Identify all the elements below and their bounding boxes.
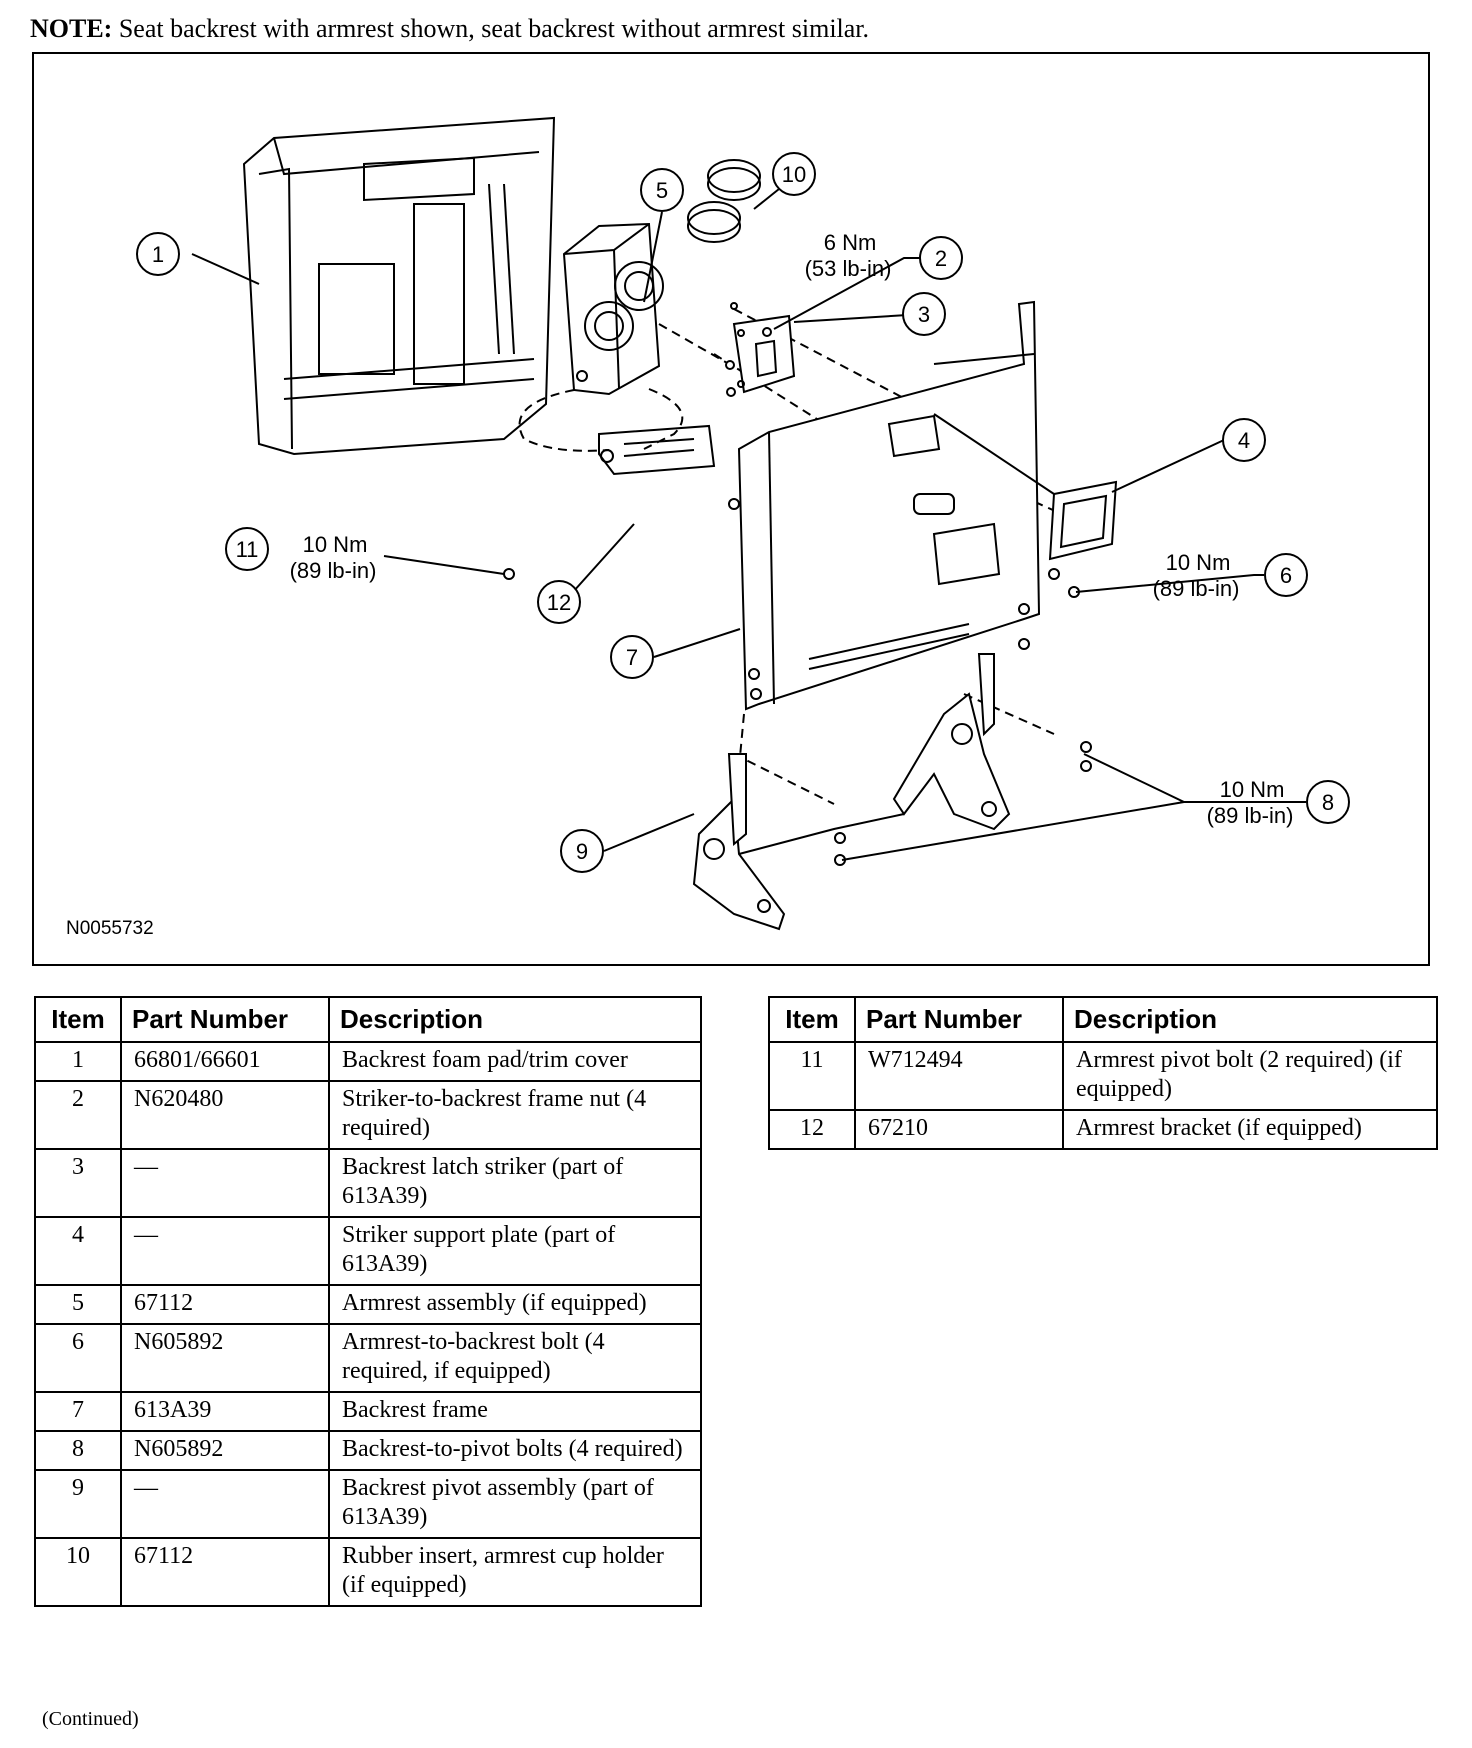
header-item: Item	[768, 996, 856, 1043]
callout-3: 3	[918, 302, 930, 327]
description-cell: Armrest bracket (if equipped)	[1062, 1109, 1438, 1150]
backrest-foam-pad-drawing	[242, 116, 556, 456]
table-row: 9 — Backrest pivot assembly (part of 613…	[34, 1469, 702, 1539]
callout-4: 4	[1238, 428, 1250, 453]
exploded-view-figure: 1 2 3 4 5 6 7 8 9 10 11 12 6 Nm (53 lb-i…	[32, 52, 1430, 966]
table-header-row: Item Part Number Description	[768, 996, 1438, 1043]
item-cell: 9	[34, 1469, 122, 1539]
callout-10: 10	[782, 162, 806, 187]
item-cell: 1	[34, 1041, 122, 1082]
torque-11-lbin: (89 lb-in)	[290, 558, 377, 583]
callout-8: 8	[1322, 790, 1334, 815]
torque-2-nm: 6 Nm	[824, 230, 877, 255]
item-cell: 10	[34, 1537, 122, 1607]
part-number-cell: 66801/66601	[120, 1041, 330, 1082]
callout-12: 12	[547, 590, 571, 615]
callout-1: 1	[152, 242, 164, 267]
table-row: 2 N620480 Striker-to-backrest frame nut …	[34, 1080, 702, 1150]
figure-id: N0055732	[66, 918, 154, 939]
header-description: Description	[1062, 996, 1438, 1043]
armrest-bracket-drawing	[598, 424, 716, 476]
callout-6: 6	[1280, 563, 1292, 588]
description-cell: Backrest latch striker (part of 613A39)	[328, 1148, 702, 1218]
description-cell: Striker support plate (part of 613A39)	[328, 1216, 702, 1286]
item-cell: 3	[34, 1148, 122, 1218]
description-cell: Armrest assembly (if equipped)	[328, 1284, 702, 1325]
table-row: 11 W712494 Armrest pivot bolt (2 require…	[768, 1041, 1438, 1111]
callout-9: 9	[576, 839, 588, 864]
part-number-cell: 613A39	[120, 1391, 330, 1432]
table-row: 6 N605892 Armrest-to-backrest bolt (4 re…	[34, 1323, 702, 1393]
pivot-assembly-left-drawing	[692, 753, 905, 931]
note-body: Seat backrest with armrest shown, seat b…	[112, 14, 870, 43]
part-number-cell: —	[120, 1469, 330, 1539]
item-cell: 2	[34, 1080, 122, 1150]
header-description: Description	[328, 996, 702, 1043]
part-number-cell: N620480	[120, 1080, 330, 1150]
item-cell: 5	[34, 1284, 122, 1325]
table-row: 8 N605892 Backrest-to-pivot bolts (4 req…	[34, 1430, 702, 1471]
part-number-cell: N605892	[120, 1430, 330, 1471]
torque-11-nm: 10 Nm	[303, 532, 368, 557]
torque-8-nm: 10 Nm	[1220, 777, 1285, 802]
item-cell: 8	[34, 1430, 122, 1471]
description-cell: Backrest pivot assembly (part of 613A39)	[328, 1469, 702, 1539]
description-cell: Backrest frame	[328, 1391, 702, 1432]
rubber-inserts-drawing	[687, 159, 761, 243]
part-number-cell: 67112	[120, 1537, 330, 1607]
striker-support-plate-drawing	[933, 413, 1118, 561]
header-part-number: Part Number	[854, 996, 1064, 1043]
description-cell: Backrest foam pad/trim cover	[328, 1041, 702, 1082]
description-cell: Backrest-to-pivot bolts (4 required)	[328, 1430, 702, 1471]
part-number-cell: N605892	[120, 1323, 330, 1393]
latch-striker-drawing	[732, 314, 796, 394]
header-item: Item	[34, 996, 122, 1043]
note-text: NOTE: Seat backrest with armrest shown, …	[30, 14, 869, 44]
callout-11: 11	[236, 537, 259, 562]
callout-2: 2	[935, 246, 947, 271]
callout-7: 7	[626, 645, 638, 670]
torque-2-lbin: (53 lb-in)	[805, 256, 892, 281]
table-row: 12 67210 Armrest bracket (if equipped)	[768, 1109, 1438, 1150]
parts-table-right: Item Part Number Description 11 W712494 …	[768, 996, 1438, 1150]
part-number-cell: 67112	[120, 1284, 330, 1325]
description-cell: Striker-to-backrest frame nut (4 require…	[328, 1080, 702, 1150]
torque-6-lbin: (89 lb-in)	[1153, 576, 1240, 601]
item-cell: 7	[34, 1391, 122, 1432]
description-cell: Rubber insert, armrest cup holder (if eq…	[328, 1537, 702, 1607]
torque-6-nm: 10 Nm	[1166, 550, 1231, 575]
part-number-cell: —	[120, 1148, 330, 1218]
item-cell: 4	[34, 1216, 122, 1286]
table-row: 3 — Backrest latch striker (part of 613A…	[34, 1148, 702, 1218]
description-cell: Armrest pivot bolt (2 required) (if equi…	[1062, 1041, 1438, 1111]
backrest-frame-drawing	[737, 300, 1041, 711]
item-cell: 6	[34, 1323, 122, 1393]
part-number-cell: W712494	[854, 1041, 1064, 1111]
table-row: 7 613A39 Backrest frame	[34, 1391, 702, 1432]
note-label: NOTE:	[30, 14, 113, 43]
header-part-number: Part Number	[120, 996, 330, 1043]
table-row: 1 66801/66601 Backrest foam pad/trim cov…	[34, 1041, 702, 1082]
callout-5: 5	[656, 178, 668, 203]
table-row: 5 67112 Armrest assembly (if equipped)	[34, 1284, 702, 1325]
table-header-row: Item Part Number Description	[34, 996, 702, 1043]
part-number-cell: —	[120, 1216, 330, 1286]
item-cell: 12	[768, 1109, 856, 1150]
item-cell: 11	[768, 1041, 856, 1111]
part-number-cell: 67210	[854, 1109, 1064, 1150]
pivot-assembly-right-drawing	[892, 653, 1011, 831]
armrest-assembly-drawing	[562, 222, 664, 396]
exploded-view-illustration: 1 2 3 4 5 6 7 8 9 10 11 12 6 Nm (53 lb-i…	[136, 116, 1350, 931]
continued-label: (Continued)	[42, 1708, 139, 1730]
description-cell: Armrest-to-backrest bolt (4 required, if…	[328, 1323, 702, 1393]
parts-table-left: Item Part Number Description 1 66801/666…	[34, 996, 702, 1607]
table-row: 4 — Striker support plate (part of 613A3…	[34, 1216, 702, 1286]
torque-8-lbin: (89 lb-in)	[1207, 803, 1294, 828]
table-row: 10 67112 Rubber insert, armrest cup hold…	[34, 1537, 702, 1607]
